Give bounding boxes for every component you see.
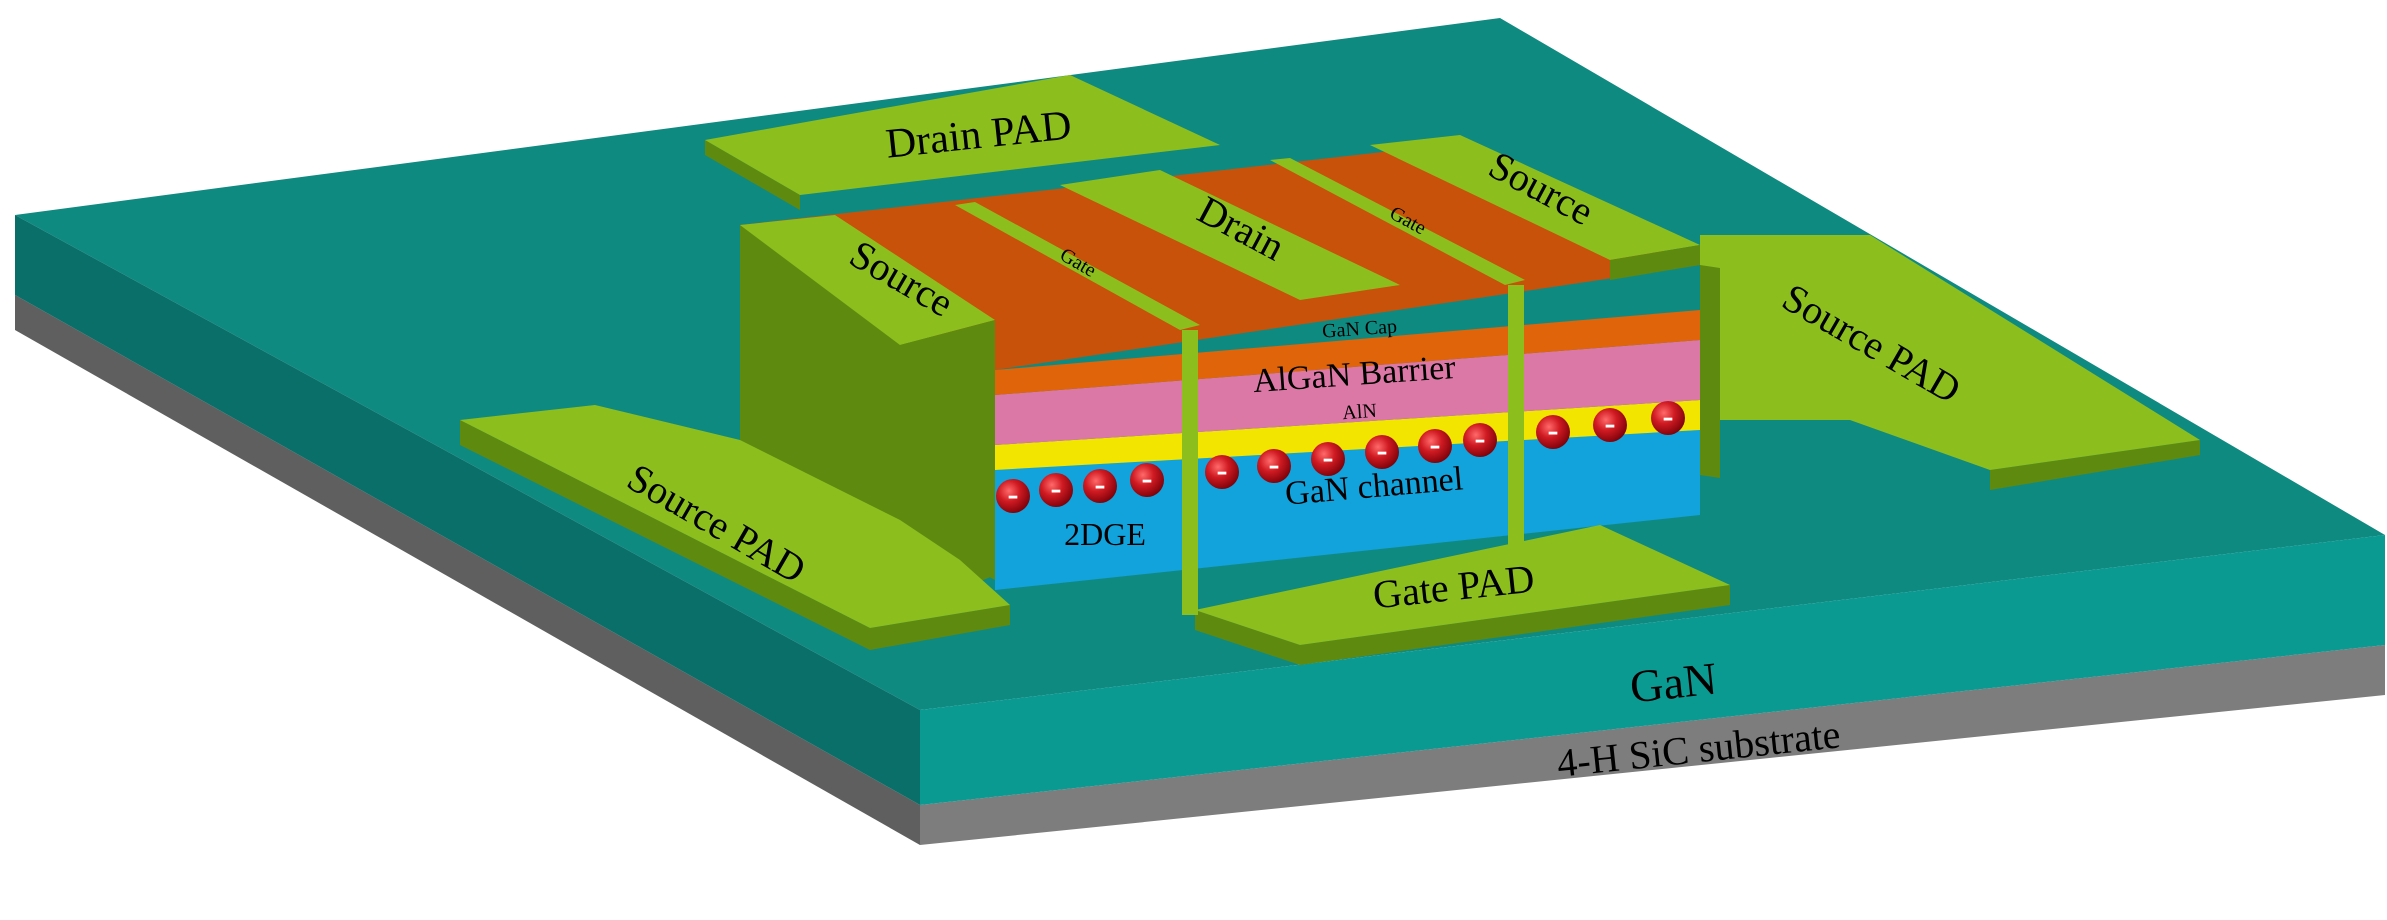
electron-minus-sign: –	[1142, 468, 1153, 493]
electron-minus-sign: –	[1217, 460, 1228, 485]
source-left-finger-top	[740, 215, 995, 345]
electron-minus-sign: –	[1269, 454, 1280, 479]
gan-layer-front-face	[920, 535, 2385, 805]
electron	[1205, 455, 1239, 489]
electron	[1536, 415, 1570, 449]
mesa-right-side	[1700, 265, 1720, 478]
electron-minus-sign: –	[1548, 420, 1559, 445]
electron-minus-sign: –	[1663, 406, 1674, 431]
electron	[996, 479, 1030, 513]
aln-label: AlN	[1342, 400, 1378, 424]
electron	[1365, 435, 1399, 469]
electron-minus-sign: –	[1377, 440, 1388, 465]
electron	[1418, 429, 1452, 463]
electron	[1083, 469, 1117, 503]
substrate-left-face	[15, 295, 920, 845]
gan-layer-label: GaN	[1628, 653, 1720, 713]
gan-cap-label: GaN Cap	[1321, 315, 1397, 342]
drain-pad	[705, 75, 1220, 195]
source-pad-right-side	[1990, 440, 2200, 490]
electron-minus-sign: –	[1008, 484, 1019, 509]
electron	[1130, 463, 1164, 497]
gate-pad	[1195, 525, 1730, 645]
electron-minus-sign: –	[1051, 478, 1062, 503]
electron-minus-sign: –	[1323, 447, 1334, 472]
electron-minus-sign: –	[1095, 474, 1106, 499]
gate-right-finger-top	[1270, 158, 1525, 285]
electron	[1257, 449, 1291, 483]
gate-left-finger-top	[955, 202, 1200, 330]
electron	[1039, 473, 1073, 507]
source-right-finger-top	[1370, 135, 1700, 260]
electron-minus-sign: –	[1475, 428, 1486, 453]
electron-minus-sign: –	[1605, 413, 1616, 438]
drain-pad-side	[705, 140, 800, 210]
source-pad-left	[460, 405, 1010, 628]
gate-pad-side	[1195, 585, 1730, 665]
electron	[1463, 423, 1497, 457]
electron	[1311, 442, 1345, 476]
electron	[1651, 401, 1685, 435]
gate-right-stem	[1508, 285, 1524, 545]
source-pad-left-side	[460, 420, 1010, 650]
source-right-finger-side	[1610, 245, 1700, 280]
electron-group: – – – – – – – – – – – – –	[996, 401, 1685, 513]
gan-layer-left-face	[15, 215, 920, 805]
source-left-finger-side	[900, 320, 995, 590]
electron-minus-sign: –	[1430, 434, 1441, 459]
2dge-label: 2DGE	[1064, 516, 1146, 552]
electron	[1593, 408, 1627, 442]
gate-left-stem	[1182, 330, 1198, 560]
drain-finger-top	[1060, 170, 1400, 300]
source-pad-right	[1700, 235, 2200, 470]
substrate-front-face	[920, 645, 2385, 845]
